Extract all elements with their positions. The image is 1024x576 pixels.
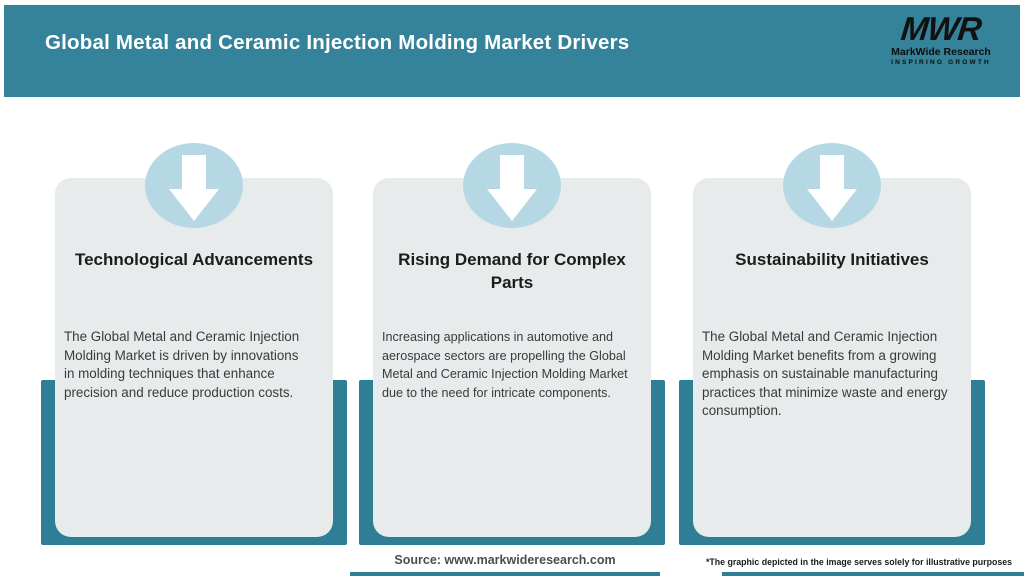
footer-rule <box>350 572 660 576</box>
down-arrow-badge <box>783 143 881 228</box>
driver-card: Sustainability Initiatives The Global Me… <box>693 178 971 537</box>
down-arrow-icon <box>487 154 537 221</box>
card-title: Sustainability Initiatives <box>735 250 929 269</box>
page-title: Global Metal and Ceramic Injection Moldi… <box>45 31 630 54</box>
markwide-research-logo: MWR MarkWide Research INSPIRING GROWTH <box>876 10 1006 66</box>
source-text: Source: www.markwideresearch.com <box>394 553 616 567</box>
logo-company-name: MarkWide Research <box>891 46 991 58</box>
down-arrow-icon <box>807 154 857 221</box>
card-body: The Global Metal and Ceramic Injection M… <box>702 329 948 418</box>
logo-monogram: MWR <box>899 10 983 47</box>
logo-tagline: INSPIRING GROWTH <box>891 58 991 66</box>
driver-card: Technological Advancements The Global Me… <box>55 178 333 537</box>
disclaimer-text: *The graphic depicted in the image serve… <box>705 557 1012 567</box>
card-title: Rising Demand for Complex Parts <box>398 250 626 292</box>
card-body: The Global Metal and Ceramic Injection M… <box>64 329 300 400</box>
footer-rule <box>722 572 1024 576</box>
down-arrow-badge <box>463 143 561 228</box>
down-arrow-icon <box>169 154 219 221</box>
driver-card: Rising Demand for Complex Parts Increasi… <box>373 178 651 537</box>
card-body: Increasing applications in automotive an… <box>382 330 628 400</box>
down-arrow-badge <box>145 143 243 228</box>
header-banner: Global Metal and Ceramic Injection Moldi… <box>4 5 1020 97</box>
card-title: Technological Advancements <box>74 250 314 269</box>
